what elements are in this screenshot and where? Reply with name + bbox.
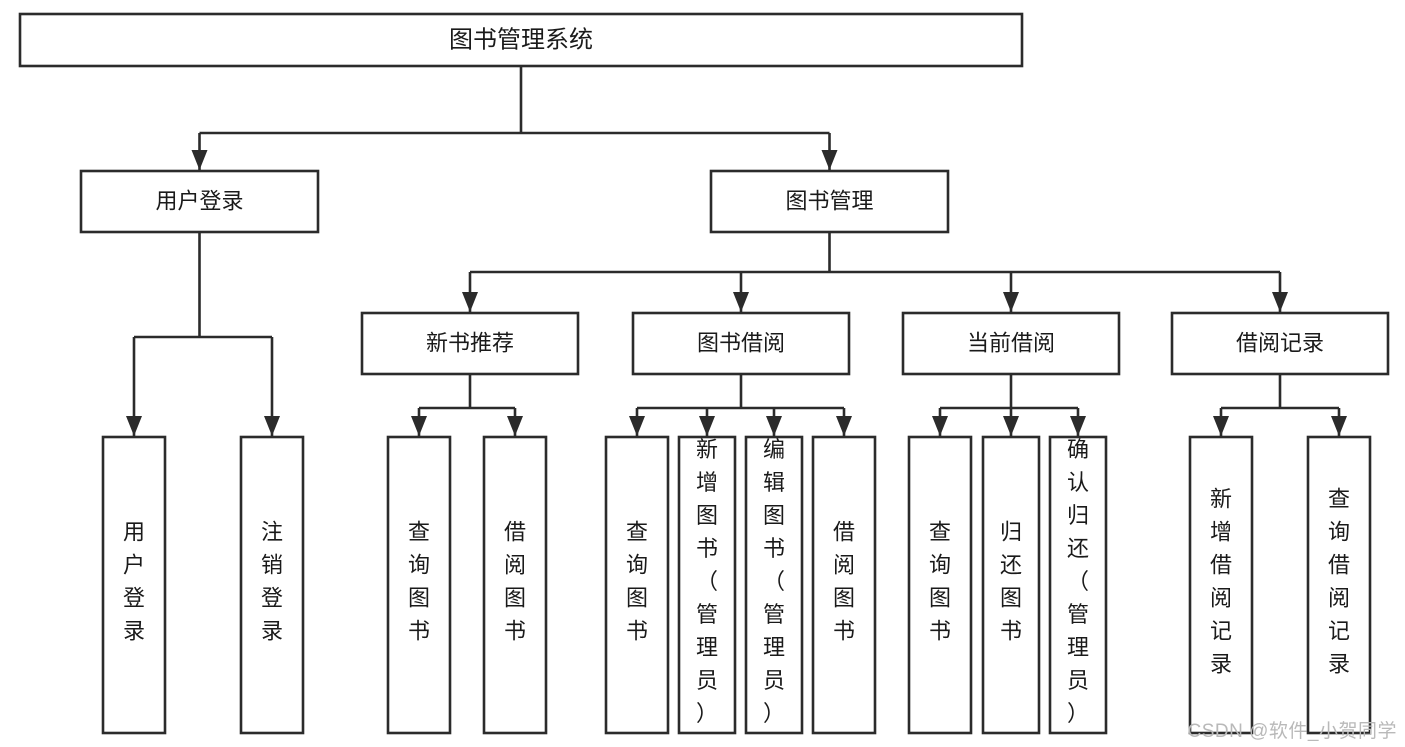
node-book-borrow-label: 图书借阅 bbox=[697, 330, 785, 355]
node-current-borrow-box[interactable] bbox=[901, 311, 1121, 376]
user-login-to-leaves-arrow-0 bbox=[126, 416, 142, 436]
node-leaf-add-borrow-record-label: 新增借阅记录 bbox=[1210, 487, 1232, 677]
node-borrow-record-box[interactable] bbox=[1170, 311, 1390, 376]
watermark-text: CSDN @软件_小贺同学 bbox=[1187, 721, 1397, 742]
user-login-to-leaves-arrow-1 bbox=[264, 416, 280, 436]
book-borrow-to-leaves-arrow-2 bbox=[766, 416, 782, 436]
node-leaf-edit-book-admin-box[interactable] bbox=[744, 435, 804, 735]
book-borrow-to-leaves-arrow-3 bbox=[836, 416, 852, 436]
borrow-record-to-leaves-arrow-1 bbox=[1331, 416, 1347, 436]
node-leaf-query-book-3-label: 查询图书 bbox=[929, 520, 951, 644]
node-leaf-user-logout-box[interactable] bbox=[239, 435, 305, 735]
current-borrow-to-leaves-arrow-2 bbox=[1070, 416, 1086, 436]
book-borrow-to-leaves-arrow-1 bbox=[699, 416, 715, 436]
book-management-to-level3-arrow-2 bbox=[1003, 292, 1019, 312]
node-current-borrow-label: 当前借阅 bbox=[967, 330, 1055, 355]
node-leaf-query-book-1-label: 查询图书 bbox=[408, 520, 430, 644]
node-leaf-query-book-1-box[interactable] bbox=[386, 435, 452, 735]
connector-lines-group bbox=[126, 66, 1347, 436]
node-leaf-borrow-book-2-box[interactable] bbox=[811, 435, 877, 735]
nodes-group: 图书管理系统用户登录图书管理新书推荐图书借阅当前借阅借阅记录用户登录注销登录查询… bbox=[18, 12, 1390, 735]
node-leaf-query-borrow-record-box[interactable] bbox=[1306, 435, 1372, 735]
current-borrow-to-leaves-arrow-0 bbox=[932, 416, 948, 436]
node-leaf-borrow-book-1-box[interactable] bbox=[482, 435, 548, 735]
node-new-book-recommend-box[interactable] bbox=[360, 311, 580, 376]
node-borrow-record-label: 借阅记录 bbox=[1236, 330, 1324, 355]
node-leaf-return-book-label: 归还图书 bbox=[1000, 520, 1022, 644]
node-leaf-confirm-return-admin-label: 确认归还（管理员） bbox=[1067, 437, 1089, 726]
node-leaf-borrow-book-1-label: 借阅图书 bbox=[504, 520, 526, 644]
book-management-to-level3-arrow-0 bbox=[462, 292, 478, 312]
node-user-login-box[interactable] bbox=[79, 169, 320, 234]
node-leaf-borrow-book-2-label: 借阅图书 bbox=[833, 520, 855, 644]
current-borrow-to-leaves-arrow-1 bbox=[1003, 416, 1019, 436]
node-user-login-label: 用户登录 bbox=[155, 188, 243, 213]
root-to-level2-arrow-0 bbox=[191, 150, 208, 170]
node-leaf-query-borrow-record-label: 查询借阅记录 bbox=[1328, 487, 1350, 677]
node-leaf-return-book-box[interactable] bbox=[981, 435, 1041, 735]
node-leaf-add-book-admin-label: 新增图书（管理员） bbox=[696, 437, 718, 726]
node-root-box[interactable] bbox=[18, 12, 1024, 68]
node-leaf-add-book-admin-box[interactable] bbox=[677, 435, 737, 735]
node-leaf-query-book-3-box[interactable] bbox=[907, 435, 973, 735]
node-book-management-box[interactable] bbox=[709, 169, 950, 234]
node-leaf-query-book-2-label: 查询图书 bbox=[626, 520, 648, 644]
node-root-label: 图书管理系统 bbox=[449, 26, 593, 53]
node-leaf-user-login-label: 用户登录 bbox=[123, 520, 145, 644]
node-leaf-edit-book-admin-label: 编辑图书（管理员） bbox=[763, 437, 785, 726]
book-borrow-to-leaves-arrow-0 bbox=[629, 416, 645, 436]
node-leaf-query-book-2-box[interactable] bbox=[604, 435, 670, 735]
node-new-book-recommend-label: 新书推荐 bbox=[426, 330, 514, 355]
new-book-recommend-to-leaves-arrow-0 bbox=[411, 416, 427, 436]
borrow-record-to-leaves-arrow-0 bbox=[1213, 416, 1229, 436]
node-leaf-user-logout-label: 注销登录 bbox=[261, 520, 283, 644]
book-management-to-level3-arrow-3 bbox=[1272, 292, 1288, 312]
book-management-to-level3-arrow-1 bbox=[733, 292, 749, 312]
node-book-management-label: 图书管理 bbox=[785, 188, 873, 213]
root-to-level2-arrow-1 bbox=[821, 150, 838, 170]
node-leaf-user-login-box[interactable] bbox=[101, 435, 167, 735]
new-book-recommend-to-leaves-arrow-1 bbox=[507, 416, 523, 436]
node-leaf-confirm-return-admin-box[interactable] bbox=[1048, 435, 1108, 735]
node-leaf-add-borrow-record-box[interactable] bbox=[1188, 435, 1254, 735]
node-book-borrow-box[interactable] bbox=[631, 311, 851, 376]
